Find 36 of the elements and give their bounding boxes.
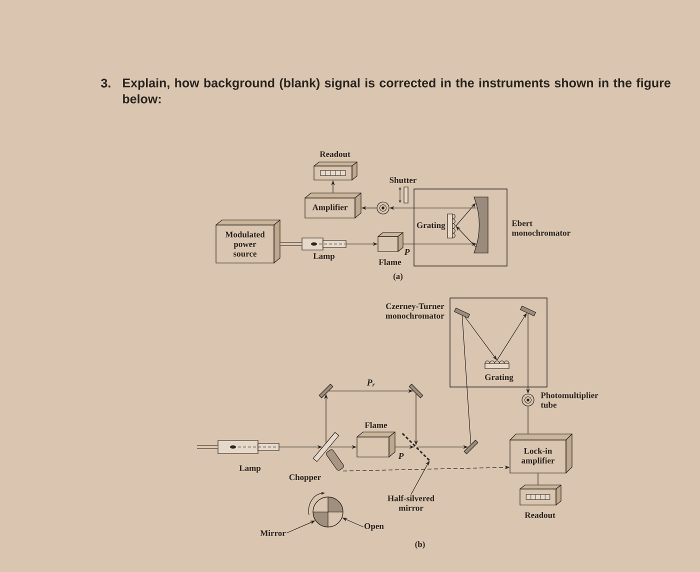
question-text: Explain, how background (blank) signal is corrected in the instruments shown in the figure below: <box>123 78 670 104</box>
part-label: Open <box>364 523 384 531</box>
part-label: Readout <box>524 512 556 518</box>
part-label: Mirror <box>260 530 286 536</box>
beam-label: P <box>398 453 404 459</box>
beam-label: P$_{r}$ <box>366 380 375 386</box>
part-label: Flame <box>378 259 402 265</box>
panel-label: (a) <box>393 273 403 281</box>
mirror <box>464 440 478 454</box>
part-label: Ebert monochromator <box>512 220 570 236</box>
part-label: Readout <box>320 151 350 157</box>
beam-label: P <box>404 249 410 255</box>
amplifier-box: Amplifier <box>304 192 362 218</box>
part-label: Chopper <box>289 474 321 482</box>
amplifier-box: Lock-in amplifier <box>510 434 572 474</box>
question-number: 3. <box>100 78 110 88</box>
part-label: Lamp <box>313 253 335 261</box>
part-label: Czerney-Turner monochromator <box>386 303 444 319</box>
mirror <box>408 384 424 398</box>
cable <box>280 242 302 246</box>
part-label: Half-silvered mirror <box>388 495 434 511</box>
light-beam <box>462 315 472 445</box>
part-label: Lamp <box>239 465 261 473</box>
part-label: Grating <box>485 374 514 382</box>
panel-label: (b) <box>415 541 425 549</box>
cable <box>197 445 218 449</box>
detector-circle <box>376 202 390 214</box>
power-source-box: Modulated power source <box>216 220 280 264</box>
part-label: Shutter <box>390 177 417 183</box>
part-label: Photomultiplier tube <box>540 392 598 408</box>
part-label: Grating <box>416 222 446 230</box>
concave-mirror <box>474 196 488 254</box>
light-beam <box>456 203 476 226</box>
part-label: Flame <box>364 422 388 428</box>
chopper-disc <box>312 496 344 528</box>
mirror <box>318 384 334 398</box>
